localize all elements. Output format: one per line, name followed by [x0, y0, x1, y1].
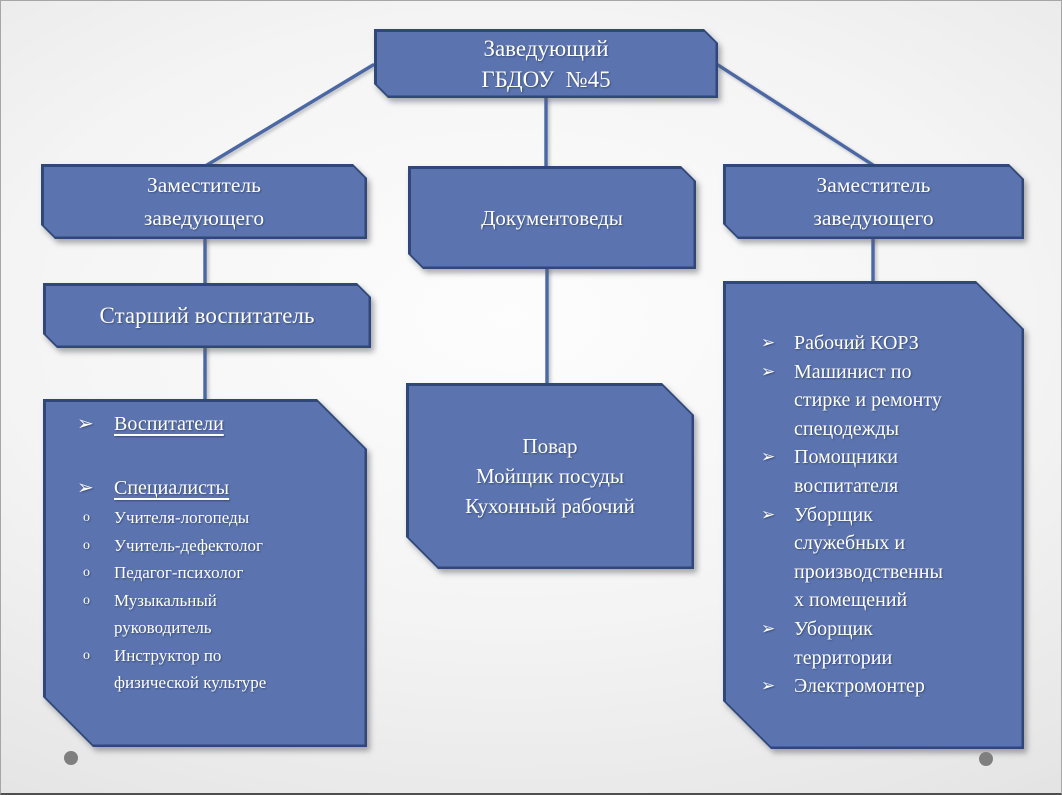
list-item-text: Музыкальный руководитель: [114, 590, 217, 638]
list-item: o Педагог-психолог: [77, 559, 367, 587]
list-item: ➢ Уборщик служебных и производственны х п…: [761, 501, 1011, 615]
list-item-text: Инструктор по физической культуре: [114, 645, 267, 693]
list-item-text: Машинист по стирке и ремонту спецодежды: [794, 360, 942, 440]
box-senior-educator: Старший воспитатель: [43, 283, 371, 348]
circle-bullet-icon: o: [83, 647, 90, 663]
list-item-text: Специалисты: [114, 477, 230, 499]
box-educators-list-fill: [46, 402, 365, 745]
box-kitchen-fill: [409, 386, 692, 567]
list-item-text: Рабочий КОРЗ: [794, 332, 919, 354]
list-item-text: Помощники воспитателя: [794, 446, 899, 497]
box-documentologists: Документоведы: [408, 166, 696, 269]
list-item-text: Электромонтер: [794, 675, 925, 698]
list-item-text: Уборщик служебных и производственны х по…: [794, 503, 943, 612]
box-educators-list: [43, 399, 367, 747]
box-deputy-left: Заместитель заведующего: [41, 164, 367, 239]
arrow-bullet-icon: ➢: [761, 676, 776, 696]
list-item-text: Учителя-логопеды: [114, 508, 250, 527]
circle-bullet-icon: o: [83, 537, 90, 553]
slide-dot-left: [64, 751, 78, 765]
box-senior-educator-fill: [46, 286, 369, 346]
box-senior-educator-text: Старший воспитатель: [99, 302, 315, 328]
box-deputy-right-fill: [726, 167, 1022, 237]
connector-director-deputy-left: [205, 63, 375, 167]
arrow-bullet-icon: ➢: [761, 504, 776, 524]
list-item: ➢ Уборщик территории: [761, 615, 1011, 672]
circle-bullet-icon: o: [83, 565, 90, 580]
list-item: o Инструктор по физической культуре: [77, 642, 367, 697]
box-director-fill: [377, 32, 716, 96]
box-documentologists-fill: [411, 169, 694, 267]
arrow-bullet-icon: ➢: [77, 477, 94, 499]
list-item: o Музыкальный руководитель: [77, 587, 367, 642]
list-item: o Учителя-логопеды: [77, 504, 367, 532]
box-deputy-left-text: Заместитель заведующего: [143, 172, 265, 230]
list-item-text: Учитель-дефектолог: [114, 535, 263, 555]
slide-dot-right: [979, 752, 993, 766]
box-documentologists-text: Документоведы: [481, 205, 623, 230]
box-deputy-right-text: Заместитель заведующего: [813, 172, 934, 230]
arrow-bullet-icon: ➢: [77, 413, 94, 435]
list-item: ➢ Машинист по стирке и ремонту спецодежды: [761, 358, 1011, 444]
box-service-list: [723, 281, 1024, 749]
educators-list: ➢ Воспитатели ➢ Специалисты o Учителя-логопед…: [77, 409, 367, 697]
list-item: ➢ Электромонтер: [761, 672, 1011, 701]
arrow-bullet-icon: ➢: [761, 333, 776, 352]
list-item: ➢ Специалисты: [77, 473, 367, 504]
box-deputy-left-fill: [44, 167, 365, 237]
list-item: ➢ Воспитатели: [77, 409, 367, 440]
list-item-text: Воспитатели: [114, 413, 224, 435]
box-director-text: Заведующий ГБДОУ №45: [481, 35, 611, 92]
list-item: o Учитель-дефектолог: [77, 532, 367, 560]
list-item-text: Педагог-психолог: [114, 563, 244, 582]
arrow-bullet-icon: ➢: [761, 447, 776, 467]
connector-director-deputy-right: [716, 63, 875, 167]
list-item: ➢ Помощники воспитателя: [761, 443, 1011, 500]
list-item-text: Уборщик территории: [794, 617, 893, 669]
arrow-bullet-icon: ➢: [761, 618, 776, 638]
box-director: Заведующий ГБДОУ №45: [374, 29, 718, 98]
list-item: ➢ Рабочий КОРЗ: [761, 329, 1011, 358]
circle-bullet-icon: o: [83, 592, 90, 608]
box-deputy-right: Заместитель заведующего: [723, 164, 1024, 239]
circle-bullet-icon: o: [83, 510, 90, 525]
arrow-bullet-icon: ➢: [761, 361, 776, 381]
box-service-list-fill: [726, 284, 1022, 747]
box-kitchen: Повар Мойщик посуды Кухонный рабочий: [406, 383, 694, 569]
box-kitchen-text: Повар Мойщик посуды Кухонный рабочий: [465, 434, 635, 518]
service-list: ➢ Рабочий КОРЗ ➢ Машинист по стирке и ремон…: [761, 329, 1011, 701]
